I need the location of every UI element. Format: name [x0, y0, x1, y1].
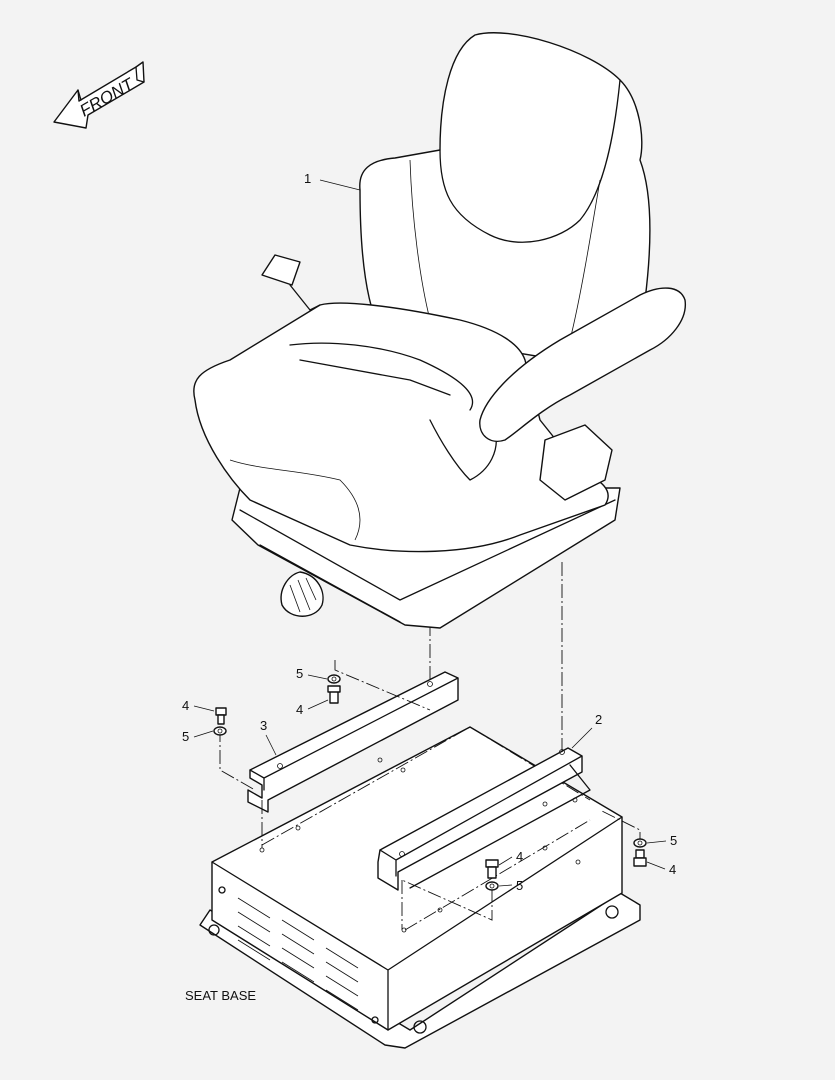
callout-1: 1	[304, 171, 311, 186]
front-arrow-icon: FRONT	[53, 61, 145, 129]
fasteners	[213, 674, 647, 891]
rail-2	[377, 747, 591, 891]
callout-4: 4	[182, 698, 189, 713]
callout-5: 5	[296, 666, 303, 681]
callout-4: 4	[516, 849, 523, 864]
callout-5: 5	[516, 878, 523, 893]
callout-2: 2	[595, 712, 602, 727]
rail-3	[247, 671, 459, 813]
callout-5: 5	[670, 833, 677, 848]
seat-assembly	[193, 32, 686, 629]
callout-4: 4	[296, 702, 303, 717]
callout-4: 4	[669, 862, 676, 877]
callout-5: 5	[182, 729, 189, 744]
seat-base-label: SEAT BASE	[185, 988, 256, 1003]
callouts: 1 2 3 5 4 4 5 5 4 4 5	[182, 171, 677, 893]
callout-3: 3	[260, 718, 267, 733]
